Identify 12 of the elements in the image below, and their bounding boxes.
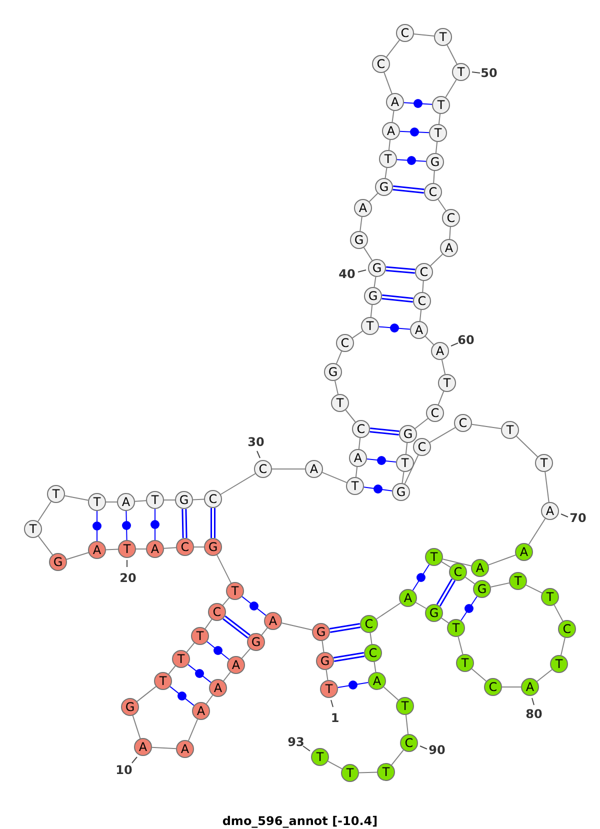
position-number: 90: [428, 744, 446, 756]
position-number: 70: [570, 512, 586, 524]
position-number: 30: [248, 436, 264, 448]
position-number: 40: [338, 268, 356, 280]
caption: dmo_596_annot [-10.4]: [222, 813, 378, 829]
position-number: 60: [458, 334, 474, 346]
position-number: 1: [330, 712, 340, 724]
position-number: 20: [120, 572, 136, 584]
position-number: 80: [526, 708, 542, 720]
position-number: 50: [480, 67, 498, 79]
position-number: 10: [116, 764, 132, 776]
position-number: 93: [288, 736, 304, 748]
